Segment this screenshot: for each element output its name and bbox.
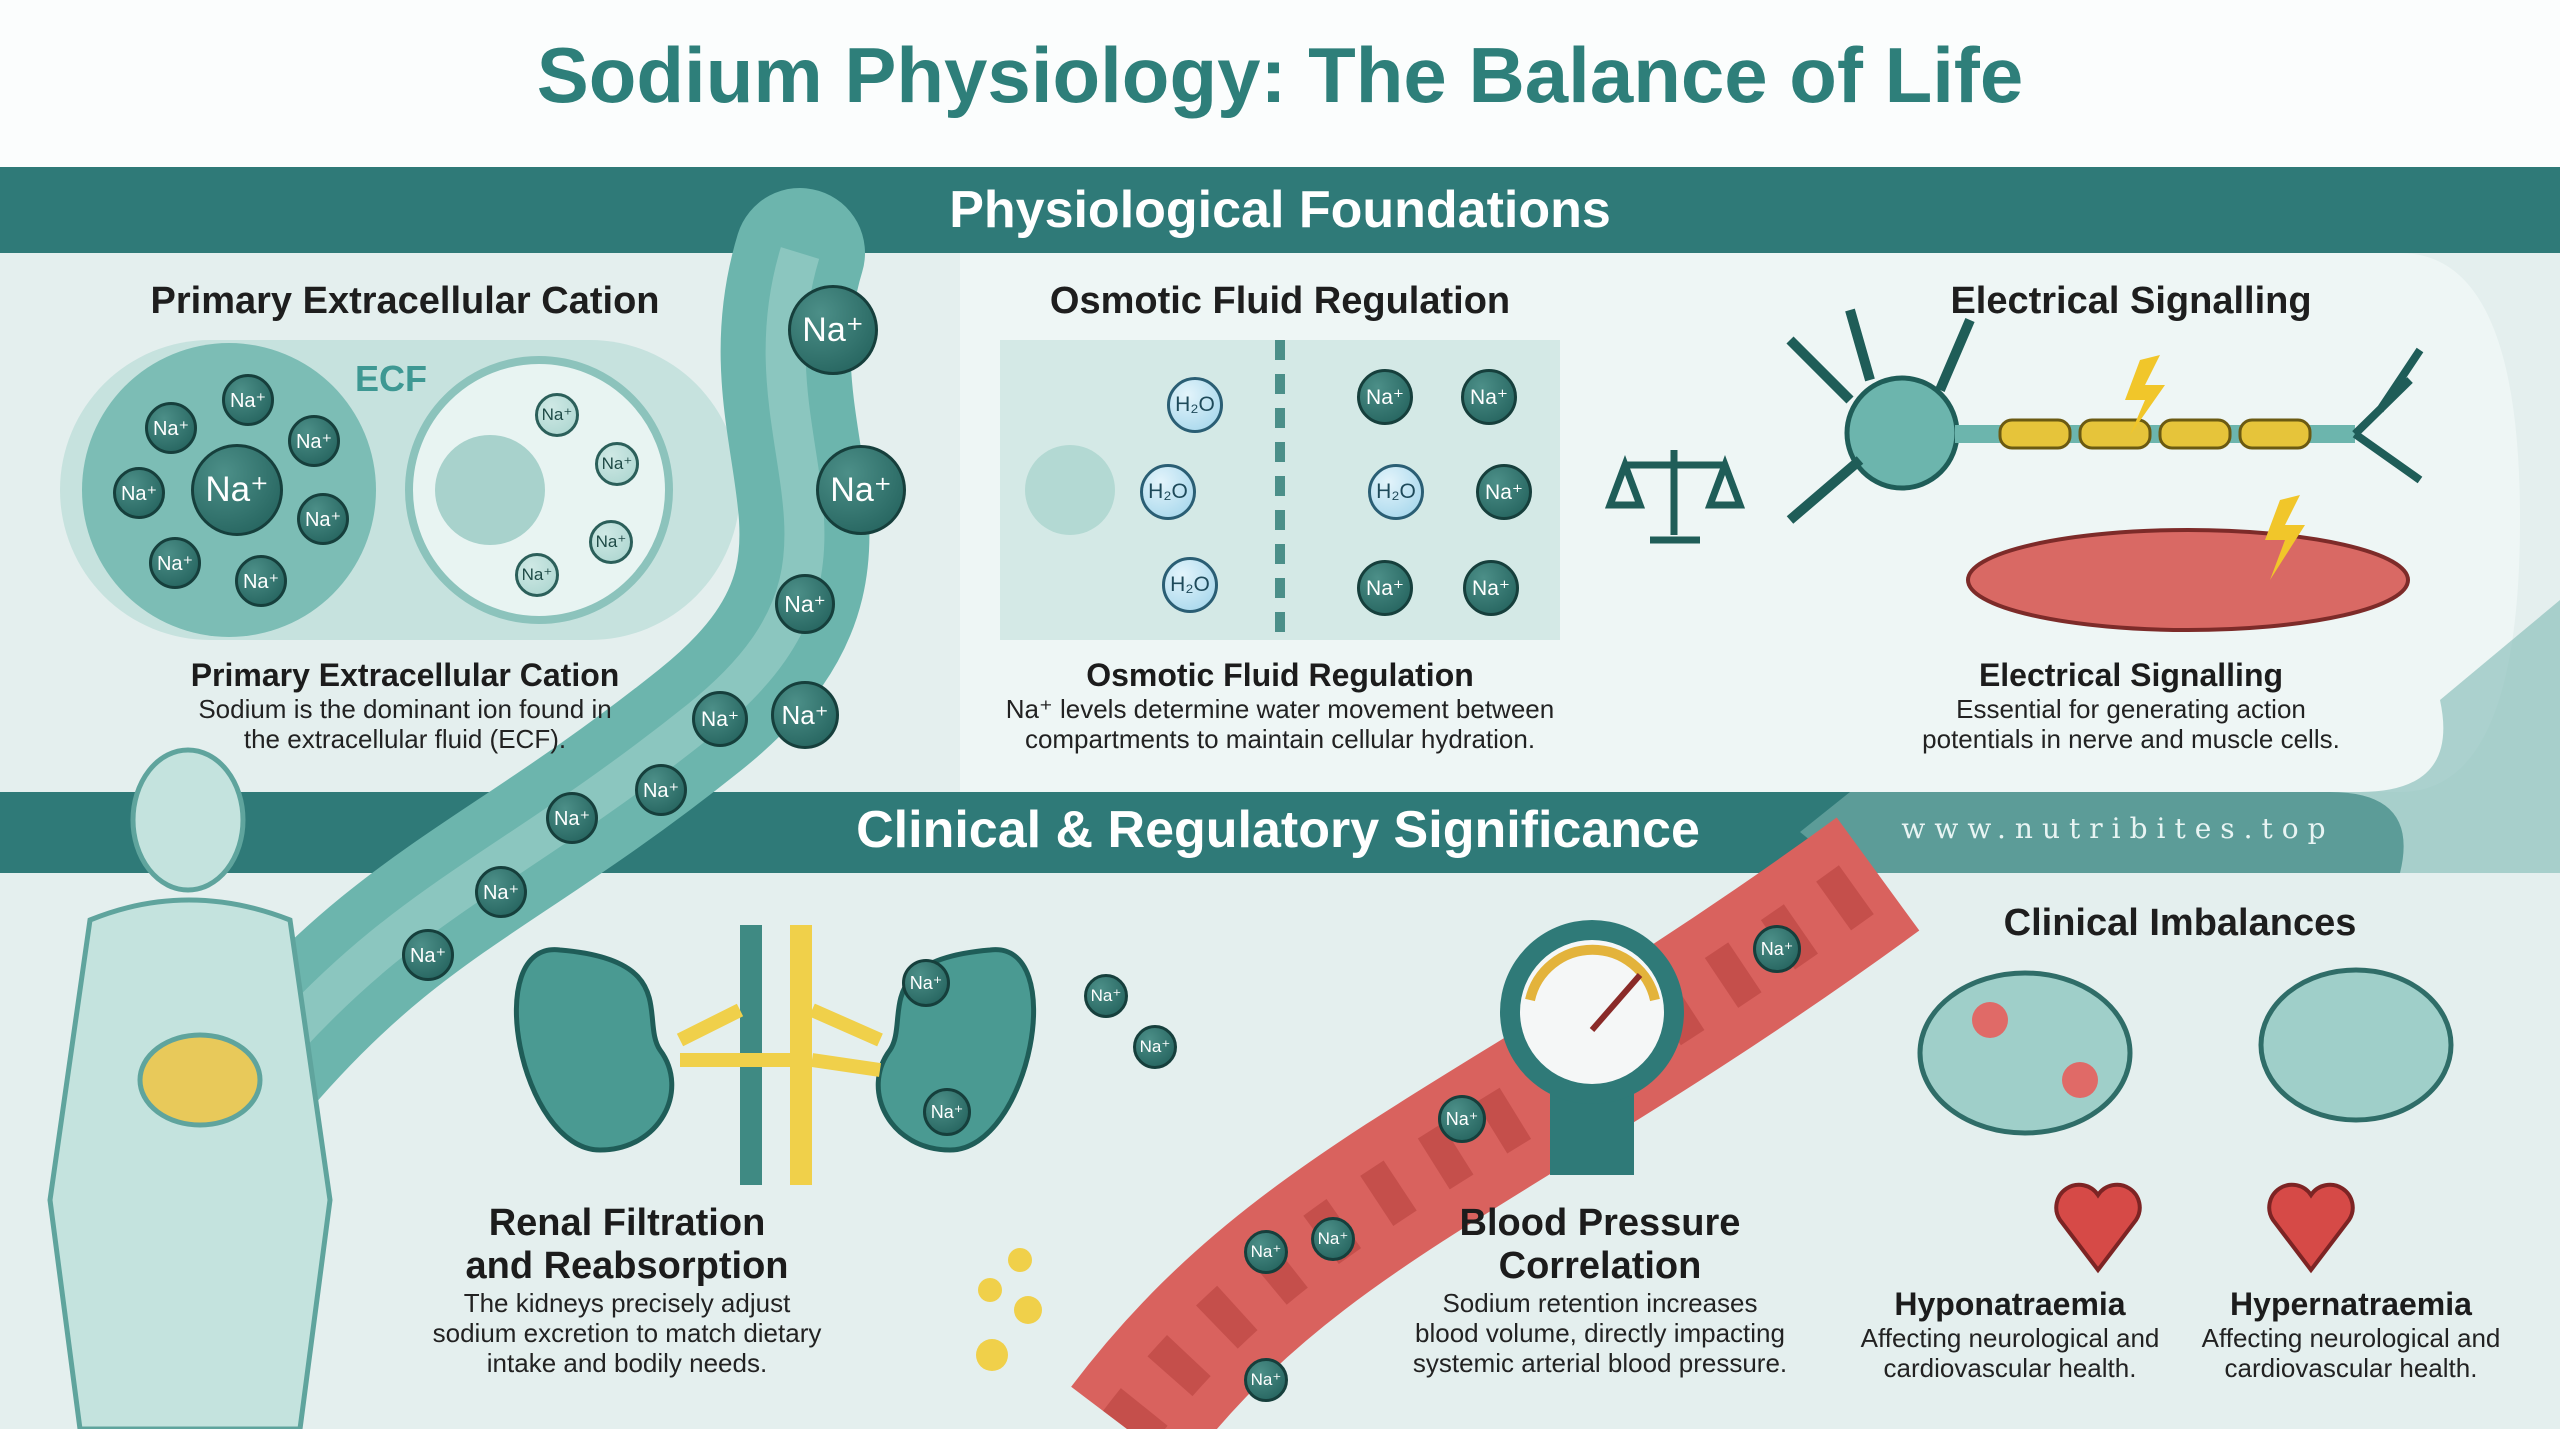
sodium-ion: Na⁺: [288, 415, 340, 467]
section-foundations-title: Physiological Foundations: [949, 181, 1611, 239]
sodium-ion: Na⁺: [1357, 560, 1413, 616]
sodium-ion: Na⁺: [515, 553, 559, 597]
sodium-ion: Na⁺: [595, 442, 639, 486]
sodium-ion: Na⁺: [1084, 974, 1128, 1018]
caption-line: compartments to maintain cellular hydrat…: [1024, 724, 1536, 754]
sodium-ion: Na⁺: [816, 445, 906, 535]
sodium-ion: Na⁺: [692, 691, 748, 747]
caption-line: Sodium retention increases: [1442, 1288, 1758, 1318]
caption-line: Affecting neurological and: [1860, 1323, 2160, 1353]
sodium-ion: Na⁺: [535, 393, 579, 437]
caption-line: the extracellular fluid (ECF).: [243, 724, 567, 754]
caption-title: Hyponatraemia: [1894, 1286, 2126, 1322]
sodium-ion: Na⁺: [1463, 560, 1519, 616]
caption-title: Hypernatraemia: [2230, 1286, 2472, 1322]
heart-icons: [2054, 1182, 2355, 1274]
sodium-ion: Na⁺: [1461, 369, 1517, 425]
sodium-ion: Na⁺: [635, 764, 687, 816]
sodium-ion: Na⁺: [589, 520, 633, 564]
caption-title: Electrical Signalling: [1978, 657, 2284, 693]
droplets-icon: [976, 1248, 1042, 1371]
foundations-band: [0, 167, 2560, 253]
caption-line: intake and bodily needs.: [486, 1348, 768, 1378]
caption-line: cardiovascular health.: [1883, 1353, 2137, 1383]
caption-title: Correlation: [1498, 1245, 1702, 1287]
sodium-ion: Na⁺: [923, 1088, 971, 1136]
sodium-ion: Na⁺: [1244, 1230, 1288, 1274]
sodium-ion: Na⁺: [546, 792, 598, 844]
sodium-ion: Na⁺: [1357, 369, 1413, 425]
caption-line: Sodium is the dominant ion found in: [198, 694, 612, 724]
caption-line: sodium excretion to match dietary: [432, 1318, 822, 1348]
caption-line: Affecting neurological and: [2201, 1323, 2501, 1353]
sodium-ion: Na⁺: [113, 467, 165, 519]
caption-title: Osmotic Fluid Regulation: [1086, 657, 1474, 693]
brain-hypo-icon: [1917, 970, 2133, 1136]
human-silhouette: [47, 747, 333, 1429]
electrical-heading: Electrical Signalling: [1950, 280, 2312, 322]
sodium-ion: Na⁺: [1438, 1095, 1486, 1143]
muscle-icon: [1966, 495, 2410, 632]
scale-icon: [1604, 450, 1746, 544]
sodium-ion: Na⁺: [191, 444, 283, 536]
sodium-ion: Na⁺: [475, 866, 527, 918]
caption-title: Blood Pressure: [1459, 1202, 1741, 1244]
caption-line: The kidneys precisely adjust: [463, 1288, 791, 1318]
water-molecule: H₂O: [1140, 464, 1196, 520]
sodium-ion: Na⁺: [775, 574, 835, 634]
caption-line: systemic arterial blood pressure.: [1412, 1348, 1788, 1378]
watermark: www.nutribites.top: [1901, 812, 2335, 845]
clinical-band: [0, 792, 1850, 873]
caption-line: cardiovascular health.: [2224, 1353, 2478, 1383]
sodium-ion: Na⁺: [1753, 925, 1801, 973]
caption-line: Essential for generating action: [1956, 694, 2306, 724]
caption-line: Na⁺ levels determine water movement betw…: [1005, 694, 1555, 724]
water-molecule: H₂O: [1368, 464, 1424, 520]
water-molecule: H₂O: [1162, 557, 1218, 613]
sodium-ion: Na⁺: [149, 537, 201, 589]
brain-hyper-icon: [2258, 967, 2454, 1123]
section-clinical-title: Clinical & Regulatory Significance: [856, 801, 1700, 859]
sodium-ion: Na⁺: [402, 929, 454, 981]
water-molecule: H₂O: [1167, 377, 1223, 433]
sodium-ion: Na⁺: [297, 493, 349, 545]
caption-title: and Reabsorption: [465, 1245, 789, 1287]
kidneys-icon: [513, 925, 1037, 1185]
pressure-gauge-icon: [1500, 920, 1684, 1175]
sodium-ion: Na⁺: [902, 959, 950, 1007]
caption-line: blood volume, directly impacting: [1415, 1318, 1785, 1348]
cation-heading: Primary Extracellular Cation: [150, 280, 660, 322]
imbalances-heading: Clinical Imbalances: [2003, 902, 2357, 944]
osmotic-heading: Osmotic Fluid Regulation: [1049, 280, 1511, 322]
sodium-ion: Na⁺: [1133, 1025, 1177, 1069]
caption-line: potentials in nerve and muscle cells.: [1922, 724, 2340, 754]
sodium-ion: Na⁺: [788, 285, 878, 375]
page-title: Sodium Physiology: The Balance of Life: [536, 31, 2024, 119]
sodium-ion: Na⁺: [222, 374, 274, 426]
neuron-icon: [1786, 308, 2424, 524]
sodium-ion: Na⁺: [1311, 1217, 1355, 1261]
caption-title: Renal Filtration: [488, 1202, 766, 1244]
sodium-ion: Na⁺: [1476, 464, 1532, 520]
sodium-ion: Na⁺: [1244, 1358, 1288, 1402]
sodium-ion: Na⁺: [771, 681, 839, 749]
ecf-label: ECF: [355, 358, 427, 399]
sodium-ion: Na⁺: [145, 402, 197, 454]
caption-title: Primary Extracellular Cation: [190, 657, 620, 693]
sodium-ion: Na⁺: [235, 555, 287, 607]
